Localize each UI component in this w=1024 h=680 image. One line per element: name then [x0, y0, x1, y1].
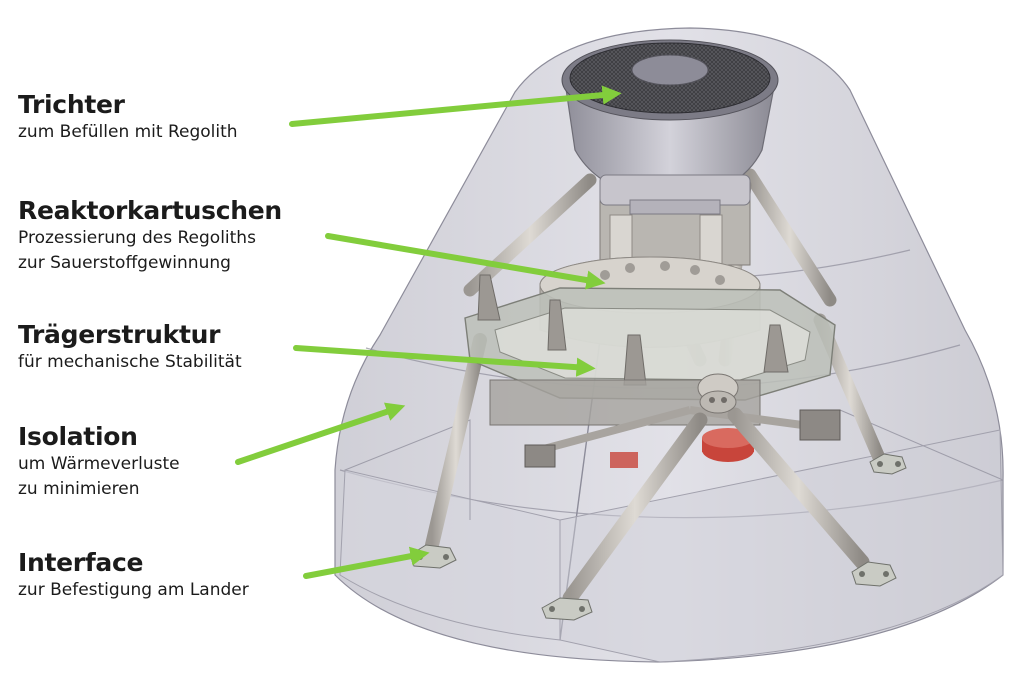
support-legs-front: [562, 373, 870, 606]
arrow-reaktorkartuschen: [325, 233, 606, 290]
label-trichter: Trichter zum Befüllen mit Regolith: [18, 90, 238, 145]
callout-arrows: [235, 85, 622, 579]
arrow-isolation: [235, 402, 406, 465]
arrow-interface: [303, 546, 430, 579]
label-title: Trägerstruktur: [18, 320, 221, 349]
label-interface: Interface zur Befestigung am Lander: [18, 548, 249, 603]
label-traegerstruktur: Trägerstruktur für mechanische Stabilitä…: [18, 320, 242, 375]
label-title: Interface: [18, 548, 144, 577]
label-line: um Wärmeverluste: [18, 454, 180, 474]
label-title: Isolation: [18, 422, 138, 451]
arrow-trichter: [289, 85, 622, 127]
label-line: zur Befestigung am Lander: [18, 580, 249, 600]
label-line: zum Befüllen mit Regolith: [18, 122, 238, 142]
label-line: zu minimieren: [18, 479, 140, 499]
label-reaktorkartuschen: Reaktorkartuschen Prozessierung des Rego…: [18, 196, 282, 276]
label-title: Trichter: [18, 90, 125, 119]
label-title: Reaktorkartuschen: [18, 196, 282, 225]
label-line: Prozessierung des Regoliths: [18, 228, 256, 248]
label-line: für mechanische Stabilität: [18, 352, 242, 372]
label-isolation: Isolation um Wärmeverluste zu minimieren: [18, 422, 180, 502]
label-line: zur Sauerstoffgewinnung: [18, 253, 231, 273]
arrow-traegerstruktur: [293, 345, 596, 377]
